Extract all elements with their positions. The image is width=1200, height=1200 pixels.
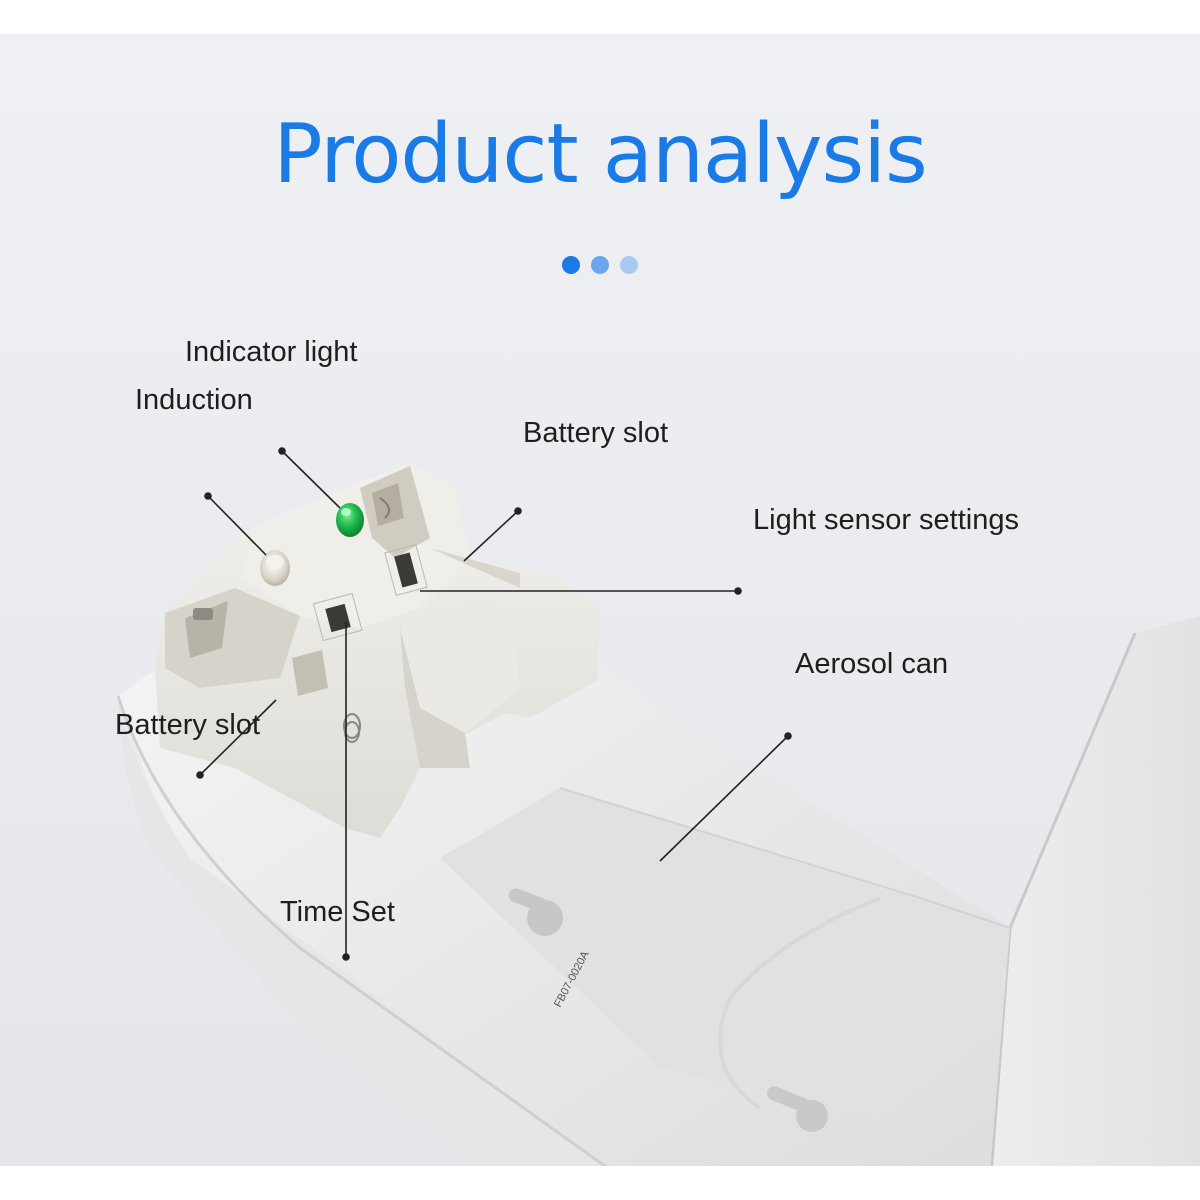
annotation-leaders	[196, 447, 792, 961]
induction-sensor	[260, 550, 290, 586]
indicator-led	[336, 503, 364, 537]
battery-spring	[343, 713, 361, 743]
battery-slot-right-cavity	[360, 466, 520, 588]
keyhole-mount-lower	[767, 1086, 828, 1132]
product-illustration: FB07-0020A	[116, 447, 1200, 1166]
page-title: Product analysis	[273, 107, 927, 202]
keyhole-mount-upper	[508, 888, 563, 936]
label-time-set: Time Set	[280, 896, 395, 928]
label-battery-slot-top: Battery slot	[523, 417, 669, 449]
battery-slot-left-cavity	[165, 588, 328, 696]
label-induction: Induction	[135, 384, 253, 416]
carousel-dot-3[interactable]	[620, 256, 638, 274]
light-sensor-switch[interactable]	[384, 543, 428, 597]
label-light-sensor-settings: Light sensor settings	[753, 504, 1019, 536]
label-aerosol-can: Aerosol can	[795, 648, 949, 680]
carousel-dot-1[interactable]	[562, 256, 580, 274]
control-module	[155, 463, 600, 838]
carousel-dot-2[interactable]	[591, 256, 609, 274]
label-battery-slot-bottom: Battery slot	[115, 709, 261, 741]
label-indicator-light: Indicator light	[185, 336, 358, 368]
time-set-switch[interactable]	[312, 592, 363, 642]
page-frame: Product analysis	[0, 34, 1200, 1166]
